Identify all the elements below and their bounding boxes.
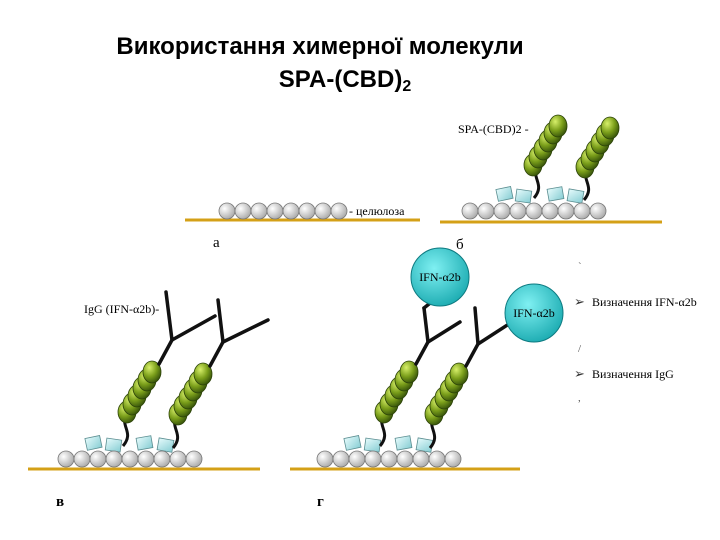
spa-helix: [575, 116, 620, 179]
panel-label-a: а: [213, 235, 220, 251]
panel-label-v: в: [56, 494, 64, 510]
panel-b: SPA-(CBD)2 - б: [440, 114, 662, 253]
panel-label-b: б: [456, 237, 464, 253]
igg-antibody: [157, 290, 217, 366]
title-molecule: SPA-(CBD): [278, 66, 403, 93]
cbd-domains: [343, 434, 434, 453]
legend-mark: `: [578, 261, 582, 273]
igg-antibody: [464, 306, 514, 368]
slide-title-line1: Використання химерної молекули: [116, 33, 524, 60]
spa-helix: [374, 360, 419, 424]
cellulose-beads: [461, 202, 607, 220]
title-subscript: 2: [402, 78, 412, 95]
cbd-domains: [495, 185, 585, 204]
cellulose-beads: [218, 202, 348, 220]
spa-helix: [168, 362, 213, 426]
spa-helix: [117, 360, 162, 424]
cbd-domains: [84, 434, 175, 453]
spa-helix: [523, 114, 568, 177]
ifn-sphere: [504, 283, 564, 343]
igg-antibody: [208, 298, 270, 368]
ifn-label: IFN-α2b: [419, 270, 461, 284]
spa-cbd-label: SPA-(CBD)2 -: [458, 122, 529, 136]
detect-ifn-label: Визначення IFN-α2b: [592, 295, 697, 309]
legend-mark: ,: [578, 392, 581, 404]
cellulose-label: - целюлоза: [349, 204, 405, 218]
spa-helix: [424, 362, 469, 426]
arrow-icon: ➢: [574, 294, 585, 309]
ifn-label: IFN-α2b: [513, 306, 555, 320]
panel-g: IFN-α2b IFN-α2b г: [290, 247, 564, 510]
cellulose-beads: [316, 450, 462, 468]
igg-label: IgG (IFN-α2b)-: [84, 302, 159, 316]
legend-mark: /: [578, 343, 582, 355]
igg-antibody: [414, 298, 462, 366]
detection-legend: ` ➢ Визначення IFN-α2b / ➢ Визначення Ig…: [574, 261, 697, 404]
detect-igg-label: Визначення IgG: [592, 367, 674, 381]
ifn-sphere: [410, 247, 470, 307]
arrow-icon: ➢: [574, 366, 585, 381]
panel-v: IgG (IFN-α2b)- в: [28, 290, 270, 510]
panel-a: - целюлоза а: [185, 202, 420, 251]
slide-title-line2: SPA-(CBD)2: [0, 66, 705, 96]
cellulose-beads: [57, 450, 203, 468]
panel-label-g: г: [317, 494, 324, 510]
